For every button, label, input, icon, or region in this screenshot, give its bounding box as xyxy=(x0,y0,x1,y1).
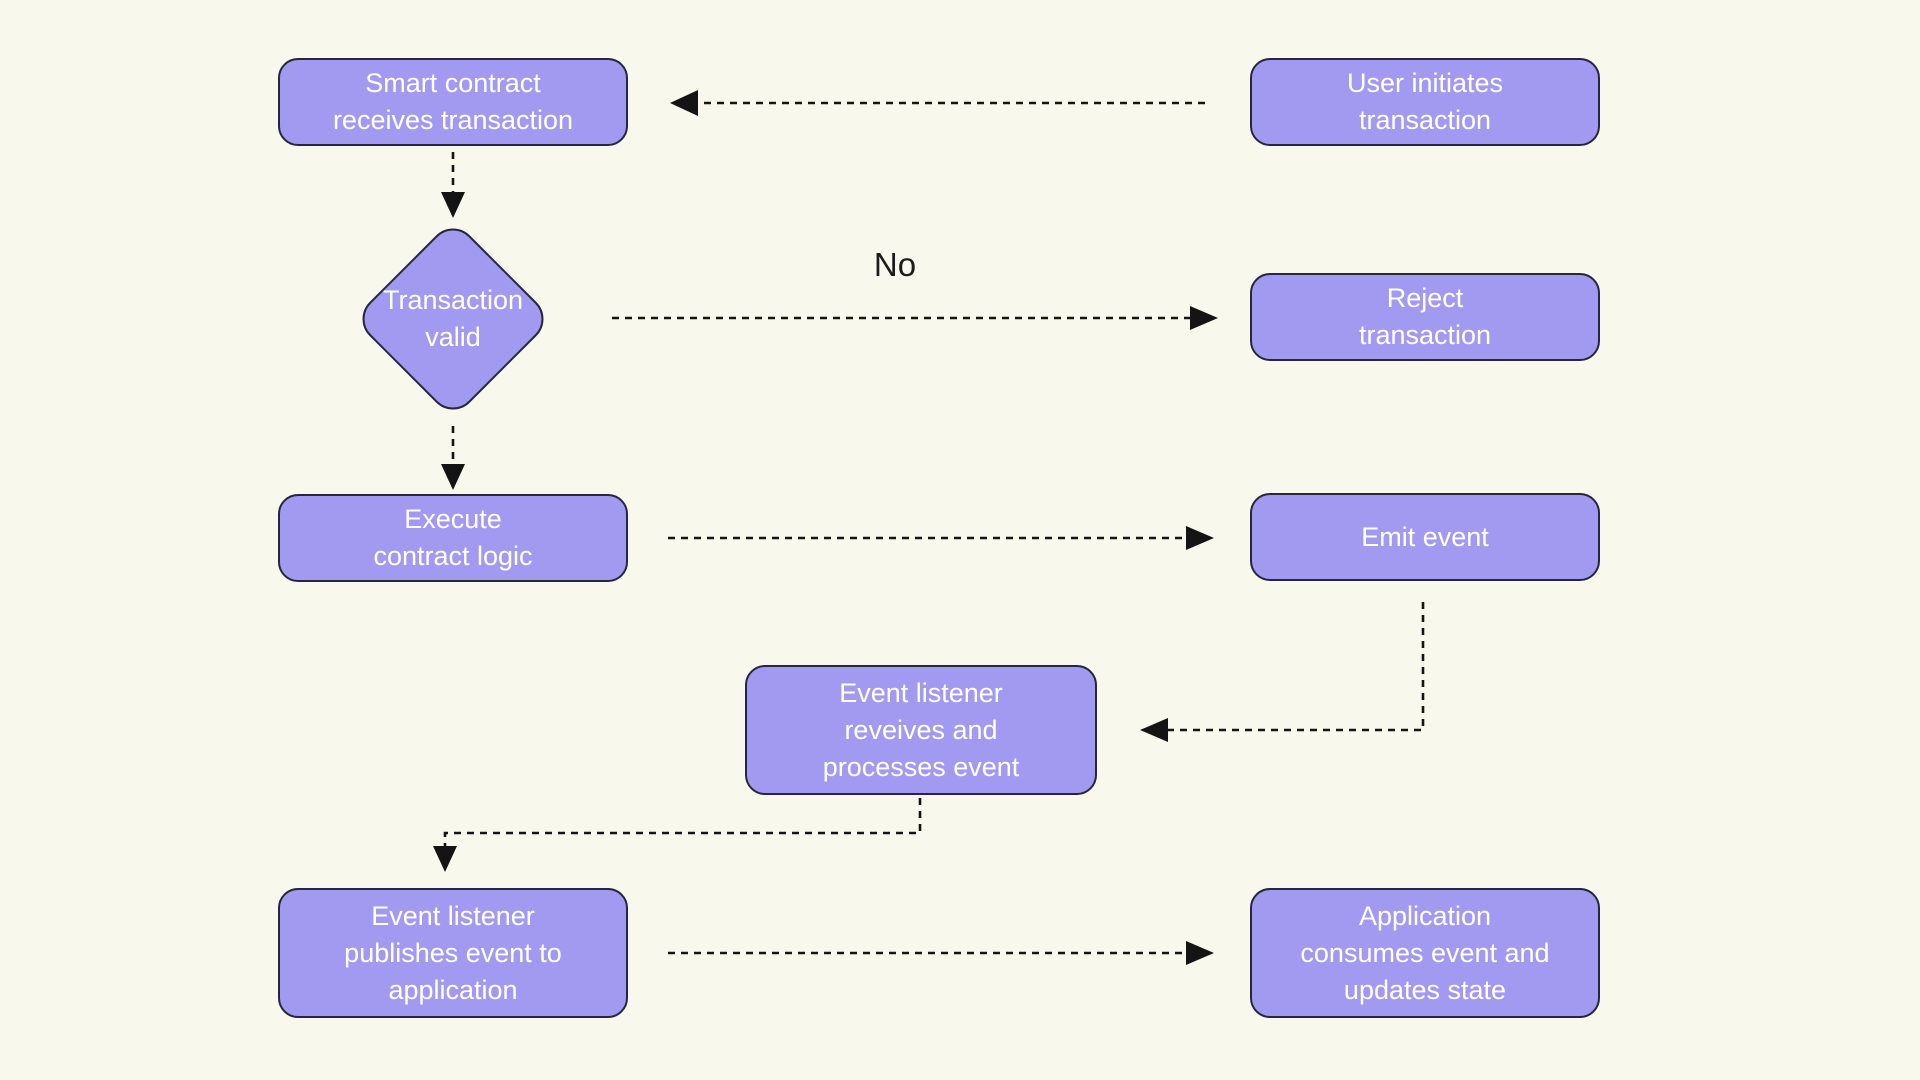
edge-valid-to-execute xyxy=(441,426,465,490)
node-application-consumes-event: Application consumes event and updates s… xyxy=(1250,888,1600,1018)
transaction-valid-label: Transaction valid xyxy=(382,285,524,352)
node-reject-transaction: Reject transaction xyxy=(1250,273,1600,361)
node-smart-contract-receives-transaction: Smart contract receives transaction xyxy=(278,58,628,146)
node-emit-event: Emit event xyxy=(1250,493,1600,581)
node-event-listener-processes-event: Event listener reveives and processes ev… xyxy=(745,665,1097,795)
edge-user-to-smart-contract xyxy=(670,90,1205,116)
edge-label-no: No xyxy=(873,246,917,283)
edge-emit-to-listener xyxy=(1140,602,1425,742)
edge-execute-to-emit xyxy=(668,526,1214,550)
edge-listener-to-publisher xyxy=(433,798,922,872)
edge-valid-to-reject xyxy=(612,306,1218,330)
node-execute-contract-logic: Execute contract logic xyxy=(278,494,628,582)
edge-publisher-to-application xyxy=(668,941,1214,965)
node-event-listener-publishes-event: Event listener publishes event to applic… xyxy=(278,888,628,1018)
edge-smart-contract-to-valid xyxy=(441,152,465,218)
node-user-initiates-transaction: User initiates transaction xyxy=(1250,58,1600,146)
